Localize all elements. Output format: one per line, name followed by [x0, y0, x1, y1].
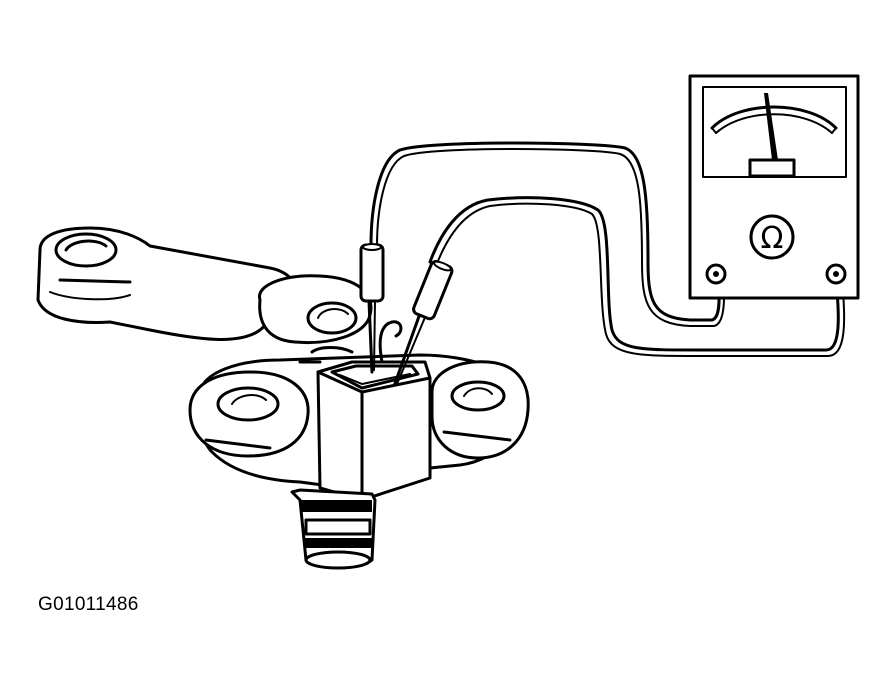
- meter-needle: [764, 93, 778, 160]
- shift-solenoid-assembly: [36, 226, 530, 570]
- black-test-lead-edge: [376, 148, 725, 327]
- meter-scale-arc: [710, 105, 838, 130]
- figure-id-label: G01011486: [38, 594, 139, 615]
- ohm-symbol: Ω: [761, 221, 784, 256]
- red-test-lead-edge: [435, 202, 846, 357]
- probe-left: [359, 243, 385, 374]
- ohmmeter: Ω: [688, 74, 860, 300]
- stem-ring-1: [300, 500, 372, 512]
- red-test-lead: [428, 196, 840, 352]
- test-probes: [359, 243, 454, 387]
- meter-scale-arc-inner: [715, 113, 833, 134]
- terminal-hook: [378, 320, 403, 364]
- probe-right: [393, 260, 454, 387]
- ohm-selector-dial: [749, 214, 795, 260]
- test-lead-wires: [369, 141, 846, 357]
- stem-ring-2: [304, 538, 372, 548]
- black-test-lead: [369, 141, 721, 322]
- meter-needle-hub: [748, 158, 796, 178]
- connector-socket: [330, 364, 420, 390]
